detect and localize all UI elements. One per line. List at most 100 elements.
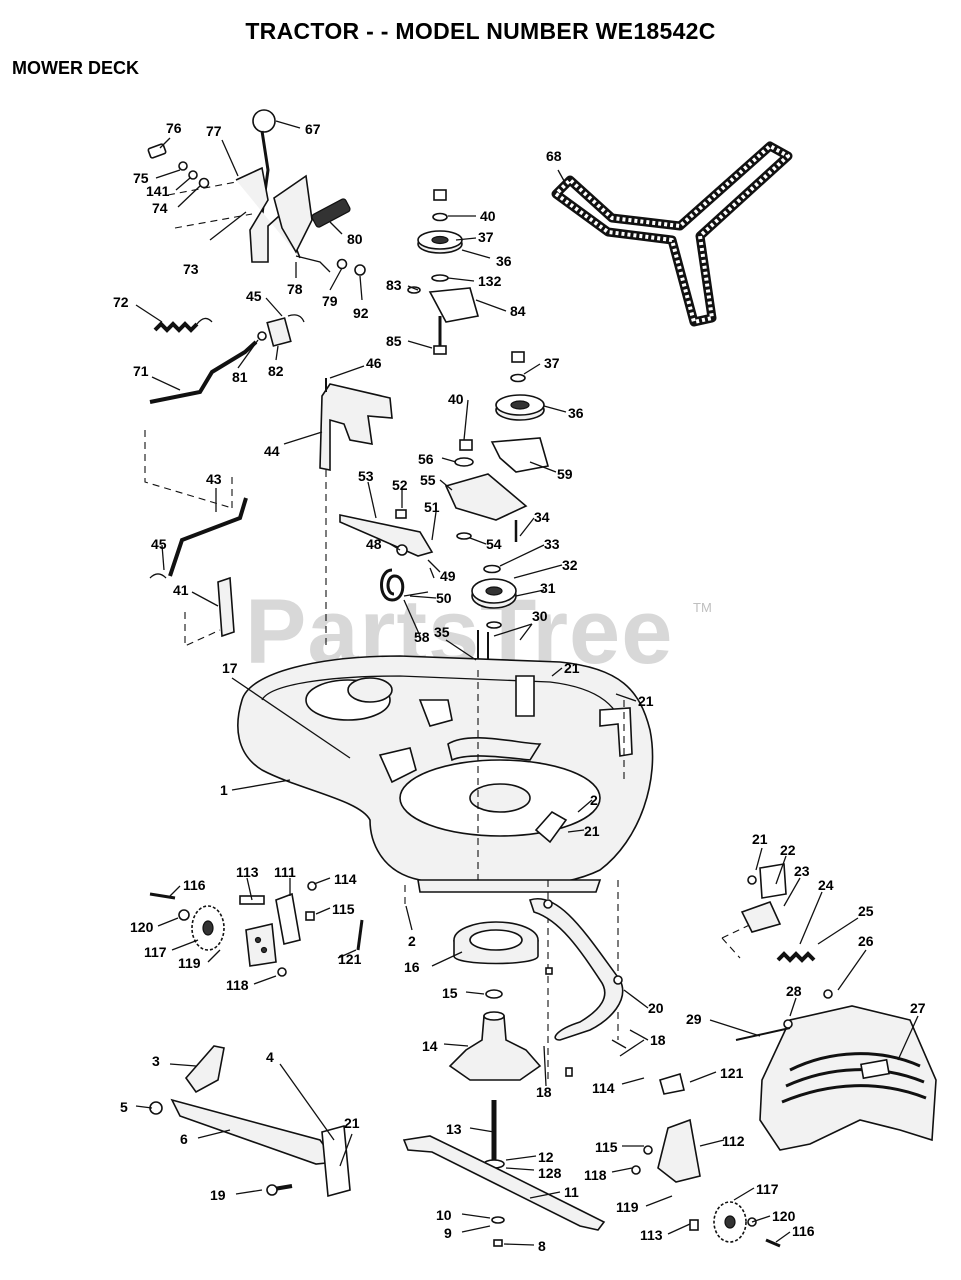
callout-10: 10: [436, 1207, 452, 1223]
grip-spring: [311, 198, 351, 228]
trademark-mark: TM: [693, 600, 712, 615]
callout-28: 28: [786, 983, 802, 999]
left-linkage: [144, 314, 305, 647]
callout-59: 59: [557, 466, 573, 482]
callout-labels: 76 77 67 75 141 74 73 78 79 92 80 68 40 …: [113, 120, 926, 1254]
callout-83: 83: [386, 277, 402, 293]
callout-24: 24: [818, 877, 834, 893]
callout-37-upper: 37: [478, 229, 494, 245]
callout-81: 81: [232, 369, 248, 385]
callout-111: 111: [274, 864, 296, 880]
callout-117-left: 117: [144, 944, 167, 960]
link-rod-71: [149, 340, 258, 404]
callout-68: 68: [546, 148, 562, 164]
callout-82: 82: [268, 363, 284, 379]
mower-deck-housing: [237, 655, 654, 893]
link-rod-43: [168, 497, 248, 577]
callout-25: 25: [858, 903, 874, 919]
callout-33: 33: [544, 536, 560, 552]
callout-16: 16: [404, 959, 420, 975]
callout-29: 29: [686, 1011, 702, 1027]
callout-53: 53: [358, 468, 374, 484]
callout-49: 49: [440, 568, 456, 584]
callout-45-upper: 45: [246, 288, 262, 304]
lift-handle-assembly: [147, 109, 366, 276]
callout-21-hanger: 21: [344, 1115, 360, 1131]
idler-bracket-59: [490, 437, 550, 473]
callout-52: 52: [392, 477, 408, 493]
callout-118-left: 118: [226, 977, 249, 993]
callout-132: 132: [478, 273, 502, 289]
callout-11: 11: [564, 1184, 579, 1200]
callout-128: 128: [538, 1165, 562, 1181]
callout-120-left: 120: [130, 919, 154, 935]
callout-8: 8: [538, 1238, 546, 1254]
callout-26: 26: [858, 933, 874, 949]
callout-23: 23: [794, 863, 810, 879]
callout-119-right: 119: [616, 1199, 639, 1215]
callout-115-left: 115: [332, 901, 355, 917]
callout-40-upper: 40: [480, 208, 496, 224]
diagram-title: TRACTOR - - MODEL NUMBER WE18542C: [245, 18, 716, 44]
callout-21-c: 21: [584, 823, 600, 839]
callout-21-right: 21: [752, 831, 768, 847]
callout-36-upper: 36: [496, 253, 512, 269]
callout-37-lower: 37: [544, 355, 560, 371]
callout-13: 13: [446, 1121, 462, 1137]
callout-77: 77: [206, 123, 222, 139]
callout-2-lower: 2: [408, 933, 416, 949]
deck-hangers: [149, 1045, 351, 1198]
drive-belt-68: [551, 141, 793, 327]
callout-41: 41: [173, 582, 189, 598]
callout-67: 67: [305, 121, 321, 137]
callout-120-right: 120: [772, 1208, 796, 1224]
callout-18-left: 18: [536, 1084, 552, 1100]
callout-76: 76: [166, 120, 182, 136]
callout-50: 50: [436, 590, 452, 606]
callout-14: 14: [422, 1038, 438, 1054]
mower-blade-11: [402, 1135, 606, 1231]
callout-113-left: 113: [236, 864, 259, 880]
callout-118-right: 118: [584, 1167, 607, 1183]
callout-72: 72: [113, 294, 129, 310]
callout-12: 12: [538, 1149, 554, 1165]
callout-21-b: 21: [638, 693, 654, 709]
callout-84: 84: [510, 303, 526, 319]
callout-19: 19: [210, 1187, 226, 1203]
callout-75: 75: [133, 170, 149, 186]
callout-113-right: 113: [640, 1227, 663, 1243]
callout-92: 92: [353, 305, 369, 321]
callout-45-lower: 45: [151, 536, 167, 552]
idler-assembly-on-deck: [447, 737, 542, 762]
callout-78: 78: [287, 281, 303, 297]
callout-4: 4: [266, 1049, 274, 1065]
callout-20: 20: [648, 1000, 664, 1016]
callout-15: 15: [442, 985, 458, 1001]
leader-lines: [135, 120, 919, 1246]
hanger-bracket-4: [321, 1124, 351, 1198]
callout-114-left: 114: [334, 871, 357, 887]
torsion-spring-58: [380, 568, 405, 602]
callout-43: 43: [206, 471, 222, 487]
callout-141: 141: [146, 183, 170, 199]
callout-1: 1: [220, 782, 228, 798]
callout-55: 55: [420, 472, 436, 488]
callout-114-right: 114: [592, 1080, 615, 1096]
callout-80: 80: [347, 231, 363, 247]
callout-116-right: 116: [792, 1223, 815, 1239]
callout-18-right: 18: [650, 1032, 666, 1048]
callout-54: 54: [486, 536, 502, 552]
discharge-chute-27: [735, 863, 937, 1151]
callout-51: 51: [424, 499, 440, 515]
callout-71: 71: [133, 363, 149, 379]
belt-cover-44: [319, 383, 393, 471]
callout-73: 73: [183, 261, 199, 277]
shoulder-bolt: [147, 143, 167, 159]
callout-21-a: 21: [564, 660, 580, 676]
front-link-6: [170, 1098, 338, 1165]
callout-3: 3: [152, 1053, 160, 1069]
callout-31: 31: [540, 580, 556, 596]
bracket-41: [217, 576, 235, 638]
callout-44: 44: [264, 443, 280, 459]
